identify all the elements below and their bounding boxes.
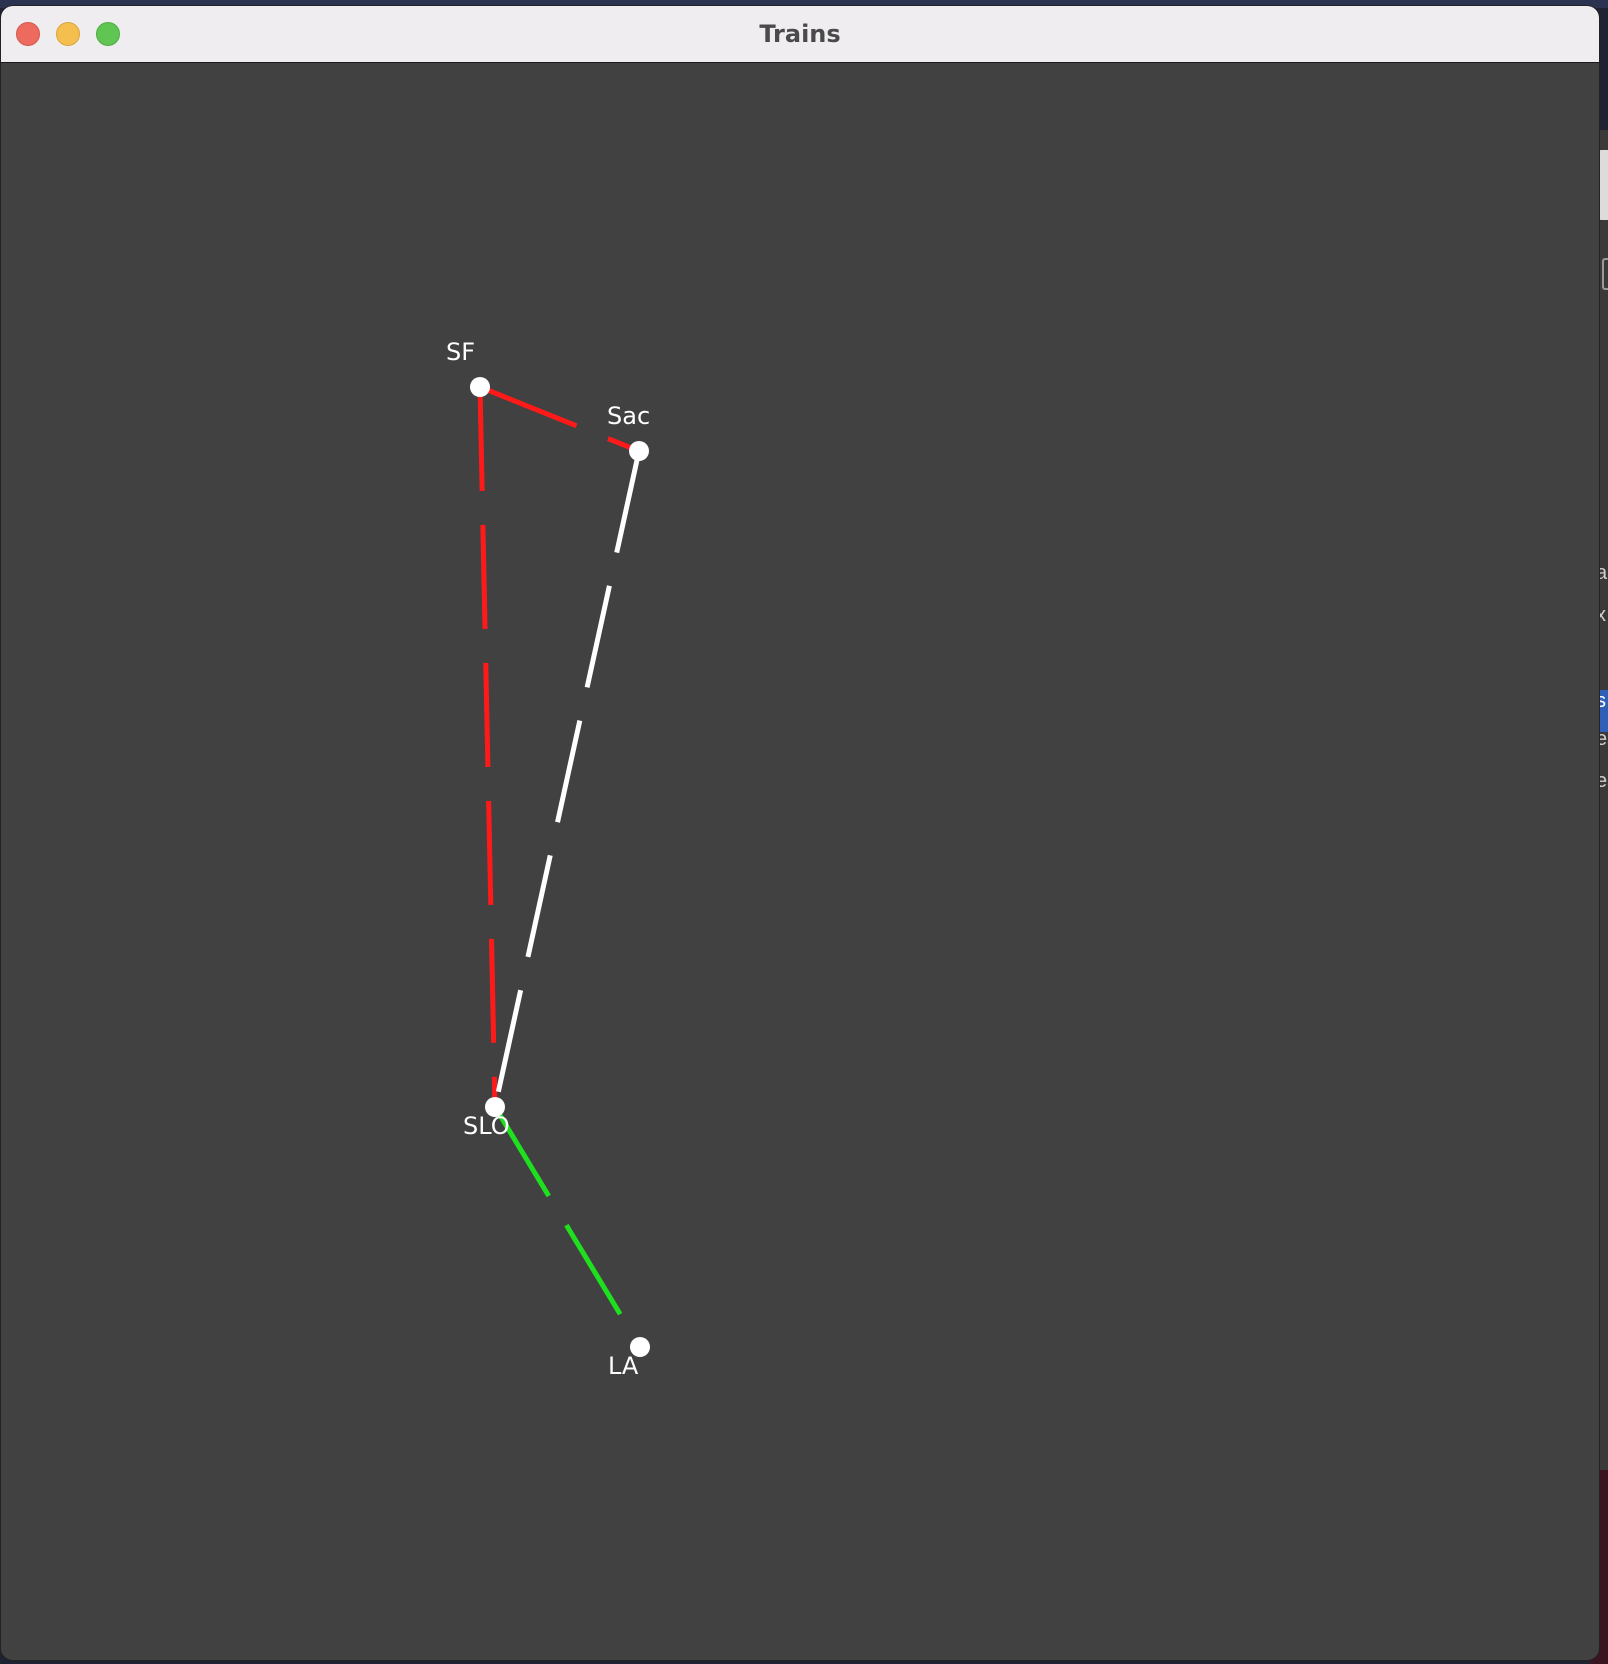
stations-layer	[470, 377, 650, 1357]
station-label-sac: Sac	[607, 402, 650, 430]
window-title: Trains	[759, 20, 841, 48]
minimize-button[interactable]	[56, 22, 80, 46]
station-sf[interactable]	[470, 377, 490, 397]
background-window-text: es	[1596, 728, 1608, 750]
station-la[interactable]	[630, 1337, 650, 1357]
background-window-text: s	[1596, 690, 1606, 712]
background-window-text: x	[1596, 604, 1606, 626]
route-sf-slo[interactable]	[477, 386, 498, 1108]
station-label-la: LA	[608, 1352, 639, 1380]
station-label-sf: SF	[446, 338, 475, 366]
desktop-background	[0, 0, 1608, 8]
close-button[interactable]	[16, 22, 40, 46]
route-sf-sac[interactable]	[479, 384, 640, 454]
station-slo[interactable]	[485, 1097, 505, 1117]
maximize-button[interactable]	[96, 22, 120, 46]
route-sac-slo[interactable]	[492, 450, 642, 1108]
route-slo-la[interactable]	[492, 1105, 643, 1349]
background-window-text: es	[1596, 770, 1608, 792]
station-sac[interactable]	[629, 441, 649, 461]
station-label-slo: SLO	[463, 1112, 510, 1140]
title-bar[interactable]: Trains	[1, 6, 1599, 63]
background-window-text: a	[1596, 562, 1608, 584]
routes-layer	[477, 384, 643, 1349]
background-window-panel	[1598, 150, 1608, 220]
background-window-checkbox	[1602, 258, 1608, 290]
